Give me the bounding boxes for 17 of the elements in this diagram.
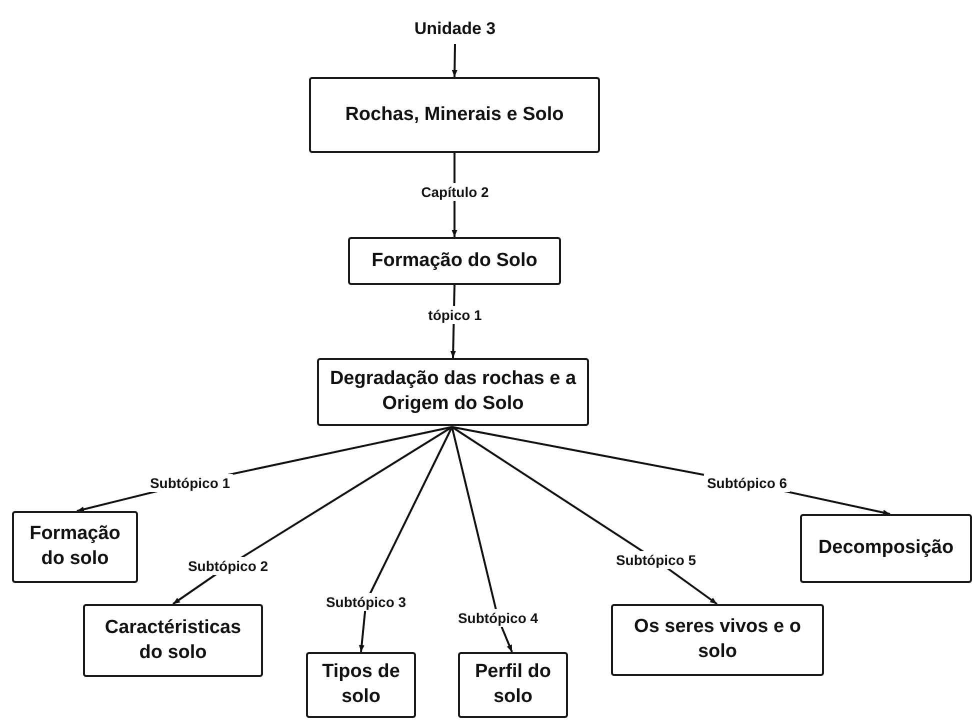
arrow	[358, 426, 453, 652]
topic-box: Caractéristicas do solo	[83, 604, 263, 677]
arrow	[452, 44, 458, 78]
topic-box: Perfil do solo	[458, 652, 568, 718]
edge-label: Subtópico 6	[704, 474, 790, 492]
topic-box: Tipos de solo	[306, 652, 416, 718]
topic-box: Formação do solo	[12, 511, 138, 583]
topic-box: Os seres vivos e o solo	[611, 604, 824, 676]
arrow	[451, 426, 718, 605]
topic-box: Formação do Solo	[348, 237, 561, 285]
arrow	[172, 426, 453, 605]
topic-box: Degradação das rochas e a Origem do Solo	[317, 358, 589, 426]
edge-label: Subtópico 1	[146, 474, 234, 492]
topic-box: Rochas, Minerais e Solo	[309, 77, 600, 153]
topic-box: Decomposição	[800, 514, 972, 583]
unit-heading: Unidade 3	[395, 14, 515, 44]
arrow	[451, 426, 513, 652]
